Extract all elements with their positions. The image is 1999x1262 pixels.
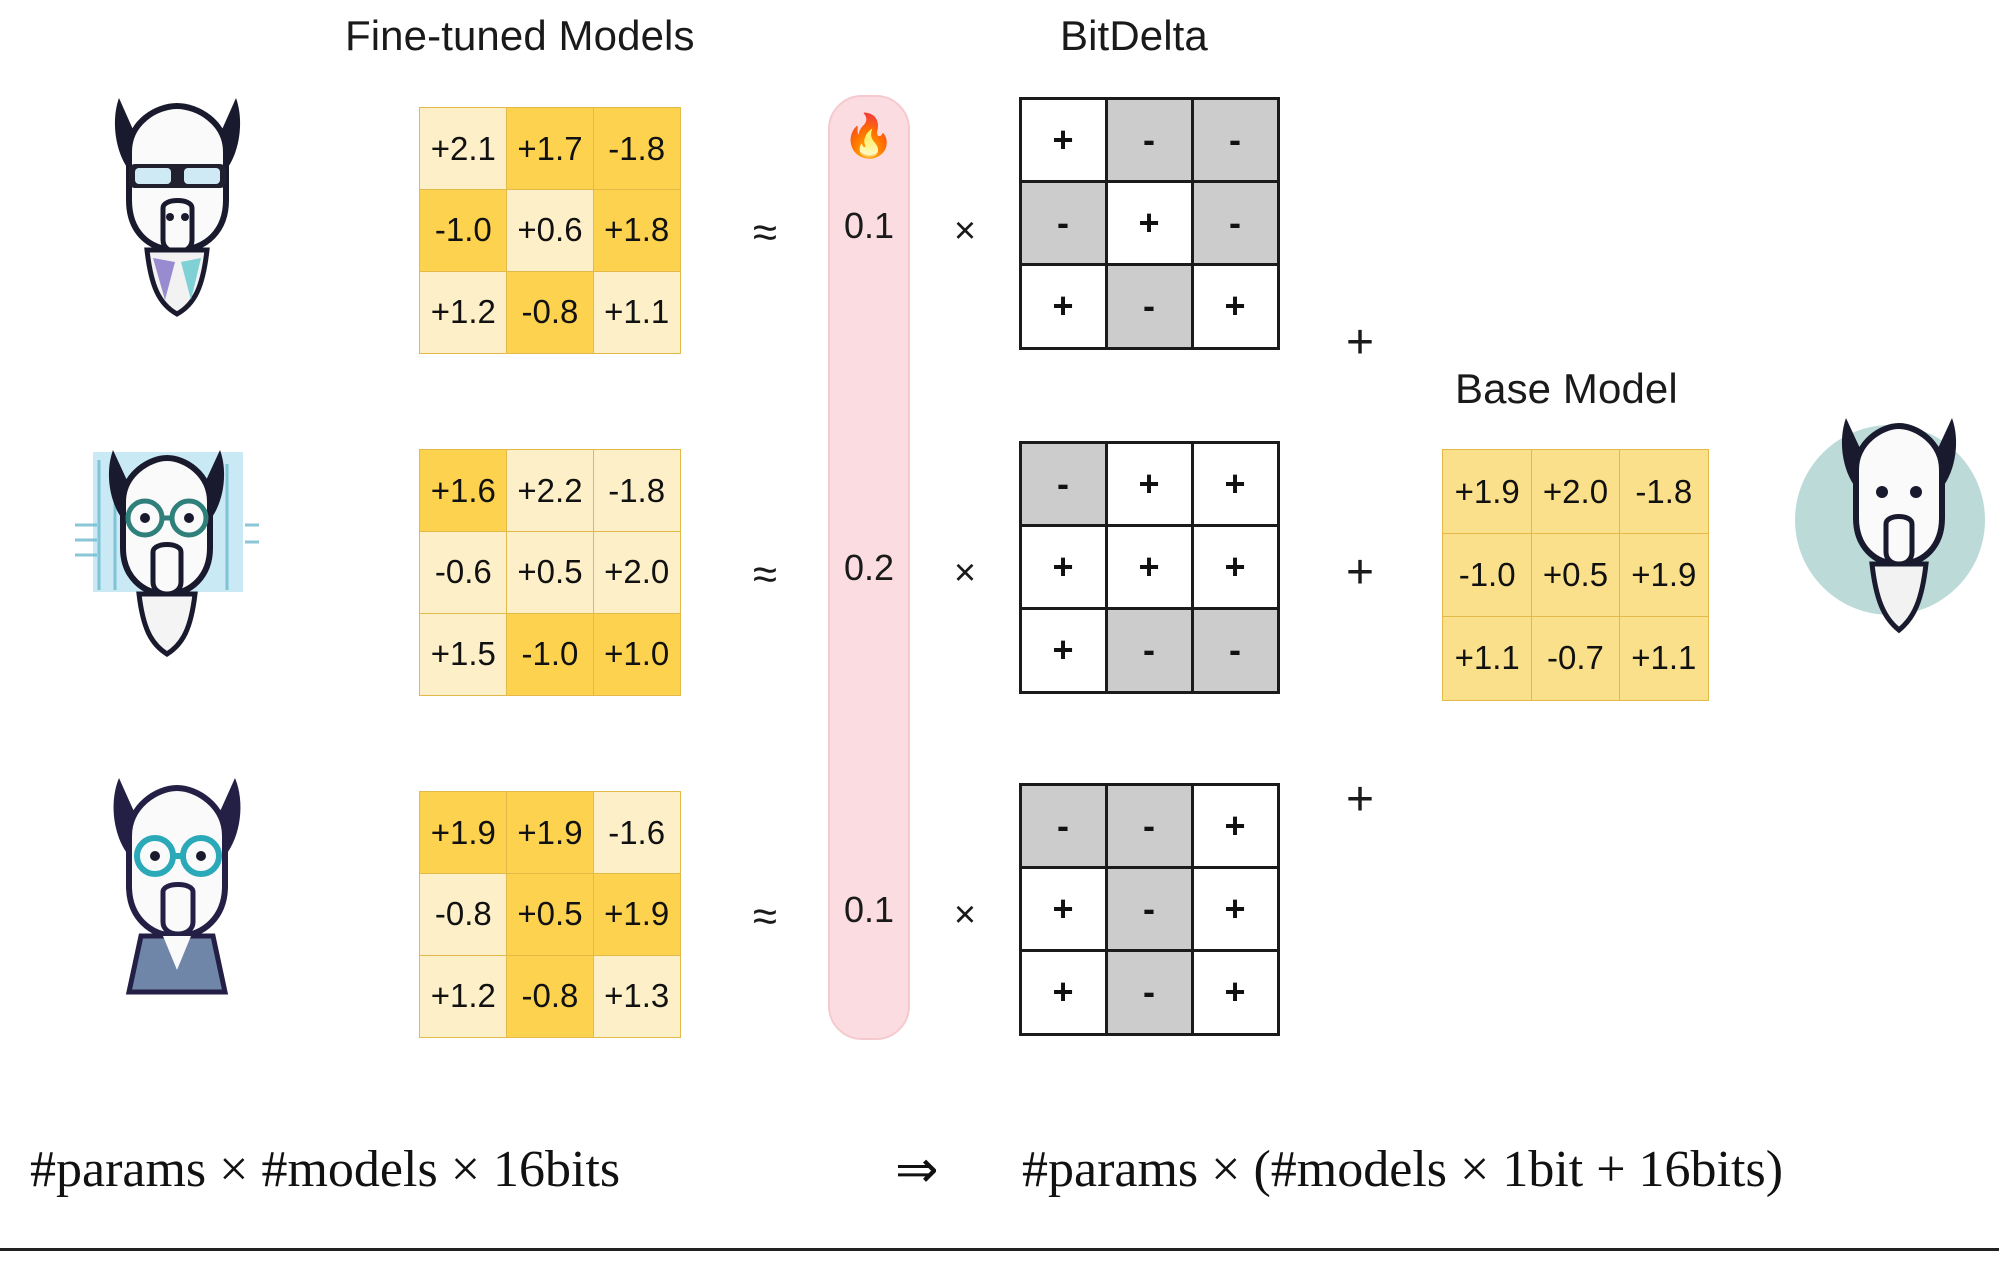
matrix-cell-r1c3: -1.8 bbox=[592, 107, 681, 191]
scale-value-2: 0.2 bbox=[843, 547, 895, 588]
matrix-cell-r1c3: -1.8 bbox=[1618, 449, 1709, 535]
scale-value-3: 0.1 bbox=[843, 889, 895, 930]
matrix-cell-r1c2: + bbox=[1104, 440, 1194, 527]
plus-operator-1: + bbox=[1345, 316, 1375, 369]
matrix-cell-r2c1: -0.8 bbox=[419, 872, 508, 957]
scale-factor-pill: 🔥 0.1 0.2 0.1 bbox=[828, 95, 910, 1040]
matrix-cell-r1c3: + bbox=[1190, 440, 1280, 527]
matrix-cell-r1c1: + bbox=[1018, 96, 1108, 183]
matrix-cell-r2c2: +0.5 bbox=[505, 872, 595, 957]
matrix-cell-r2c1: -1.0 bbox=[419, 188, 508, 273]
matrix-cell-r3c2: - bbox=[1104, 263, 1194, 350]
heading-base-model: Base Model bbox=[1455, 365, 1678, 412]
matrix-cell-r1c1: +1.6 bbox=[419, 449, 508, 533]
matrix-cell-r3c1: + bbox=[1018, 263, 1108, 350]
matrix-cell-r1c3: -1.6 bbox=[592, 791, 681, 875]
matrix-cell-r2c2: +0.5 bbox=[505, 530, 595, 615]
matrix-cell-r2c3: - bbox=[1190, 179, 1280, 267]
matrix-cell-r2c1: + bbox=[1018, 865, 1108, 953]
avatar-llama-fine-tuned-1 bbox=[85, 90, 270, 320]
matrix-cell-r3c2: - bbox=[1104, 607, 1194, 694]
times-operator-1: × bbox=[953, 210, 977, 252]
equation-arrow: ⇒ bbox=[895, 1142, 939, 1199]
matrix-cell-r1c2: - bbox=[1104, 96, 1194, 183]
matrix-cell-r1c3: - bbox=[1190, 96, 1280, 183]
matrix-cell-r3c1: +1.2 bbox=[419, 270, 508, 354]
matrix-cell-r2c2: - bbox=[1104, 865, 1194, 953]
matrix-cell-r2c3: +2.0 bbox=[592, 530, 681, 615]
fine-tuned-matrix-3: +1.9+1.9-1.6-0.8+0.5+1.9+1.2-0.8+1.3 bbox=[419, 791, 681, 1038]
fine-tuned-matrix-1: +2.1+1.7-1.8 -1.0+0.6+1.8 +1.2-0.8+1.1 bbox=[419, 107, 681, 354]
approx-operator-1: ≈ bbox=[752, 208, 778, 257]
matrix-cell-r3c1: + bbox=[1018, 607, 1108, 694]
matrix-cell-r2c2: + bbox=[1104, 179, 1194, 267]
plus-operator-3: + bbox=[1345, 773, 1375, 826]
matrix-cell-r3c3: - bbox=[1190, 607, 1280, 694]
matrix-cell-r1c3: -1.8 bbox=[592, 449, 681, 533]
matrix-cell-r3c3: +1.1 bbox=[1618, 615, 1709, 701]
matrix-cell-r3c3: +1.3 bbox=[592, 954, 681, 1038]
matrix-cell-r2c1: + bbox=[1018, 523, 1108, 611]
heading-bitdelta: BitDelta bbox=[1060, 12, 1208, 59]
matrix-cell-r3c3: + bbox=[1190, 949, 1280, 1036]
approx-operator-3: ≈ bbox=[752, 892, 778, 941]
times-operator-3: × bbox=[953, 894, 977, 936]
matrix-cell-r3c1: + bbox=[1018, 949, 1108, 1036]
matrix-cell-r2c2: + bbox=[1104, 523, 1194, 611]
matrix-cell-r1c1: +1.9 bbox=[419, 791, 508, 875]
matrix-cell-r1c1: - bbox=[1018, 440, 1108, 527]
matrix-cell-r1c2: +1.7 bbox=[505, 107, 595, 191]
matrix-cell-r1c2: +1.9 bbox=[505, 791, 595, 875]
matrix-cell-r3c1: +1.1 bbox=[1442, 615, 1533, 701]
matrix-cell-r2c3: +1.8 bbox=[592, 188, 681, 273]
matrix-cell-r2c1: -0.6 bbox=[419, 530, 508, 615]
avatar-llama-fine-tuned-3 bbox=[75, 770, 275, 1005]
matrix-cell-r2c1: -1.0 bbox=[1442, 532, 1533, 618]
matrix-cell-r2c1: - bbox=[1018, 179, 1108, 267]
bitdelta-matrix-2: -++++++-- bbox=[1018, 440, 1280, 694]
matrix-cell-r2c2: +0.6 bbox=[505, 188, 595, 273]
plus-operator-2: + bbox=[1345, 546, 1375, 599]
matrix-cell-r1c3: + bbox=[1190, 782, 1280, 869]
matrix-cell-r1c2: - bbox=[1104, 782, 1194, 869]
matrix-cell-r3c3: +1.1 bbox=[592, 270, 681, 354]
heading-fine-tuned-models: Fine-tuned Models bbox=[345, 12, 695, 59]
matrix-cell-r2c3: +1.9 bbox=[1618, 532, 1709, 618]
matrix-cell-r1c2: +2.0 bbox=[1530, 449, 1621, 535]
matrix-cell-r1c1: +2.1 bbox=[419, 107, 508, 191]
matrix-cell-r2c2: +0.5 bbox=[1530, 532, 1621, 618]
matrix-cell-r3c3: + bbox=[1190, 263, 1280, 350]
scale-value-1: 0.1 bbox=[843, 205, 895, 246]
matrix-cell-r3c2: -0.7 bbox=[1530, 615, 1621, 701]
bitdelta-matrix-3: --++-++-+ bbox=[1018, 782, 1280, 1036]
matrix-cell-r3c1: +1.5 bbox=[419, 612, 508, 696]
matrix-cell-r3c2: -1.0 bbox=[505, 612, 595, 696]
fine-tuned-matrix-2: +1.6+2.2-1.8 -0.6+0.5+2.0 +1.5-1.0+1.0 bbox=[419, 449, 681, 696]
base-model-matrix: +1.9+2.0-1.8-1.0+0.5+1.9+1.1-0.7+1.1 bbox=[1442, 449, 1709, 701]
equation-right: #params × (#models × 1bit + 16bits) bbox=[1022, 1141, 1784, 1198]
matrix-cell-r3c2: - bbox=[1104, 949, 1194, 1036]
matrix-cell-r3c1: +1.2 bbox=[419, 954, 508, 1038]
matrix-cell-r3c2: -0.8 bbox=[505, 954, 595, 1038]
matrix-cell-r1c2: +2.2 bbox=[505, 449, 595, 533]
matrix-cell-r2c3: +1.9 bbox=[592, 872, 681, 957]
matrix-cell-r2c3: + bbox=[1190, 523, 1280, 611]
equation-left: #params × #models × 16bits bbox=[30, 1141, 621, 1198]
matrix-cell-r1c1: +1.9 bbox=[1442, 449, 1533, 535]
avatar-llama-fine-tuned-2 bbox=[55, 430, 270, 660]
matrix-cell-r2c3: + bbox=[1190, 865, 1280, 953]
matrix-cell-r3c3: +1.0 bbox=[592, 612, 681, 696]
bitdelta-matrix-1: +---+-+-+ bbox=[1018, 96, 1280, 350]
matrix-cell-r1c1: - bbox=[1018, 782, 1108, 869]
matrix-cell-r3c2: -0.8 bbox=[505, 270, 595, 354]
bottom-rule bbox=[0, 1248, 1999, 1251]
avatar-llama-base-model bbox=[1820, 400, 1980, 650]
approx-operator-2: ≈ bbox=[752, 550, 778, 599]
flame-icon: 🔥 bbox=[842, 112, 896, 159]
times-operator-2: × bbox=[953, 552, 977, 594]
